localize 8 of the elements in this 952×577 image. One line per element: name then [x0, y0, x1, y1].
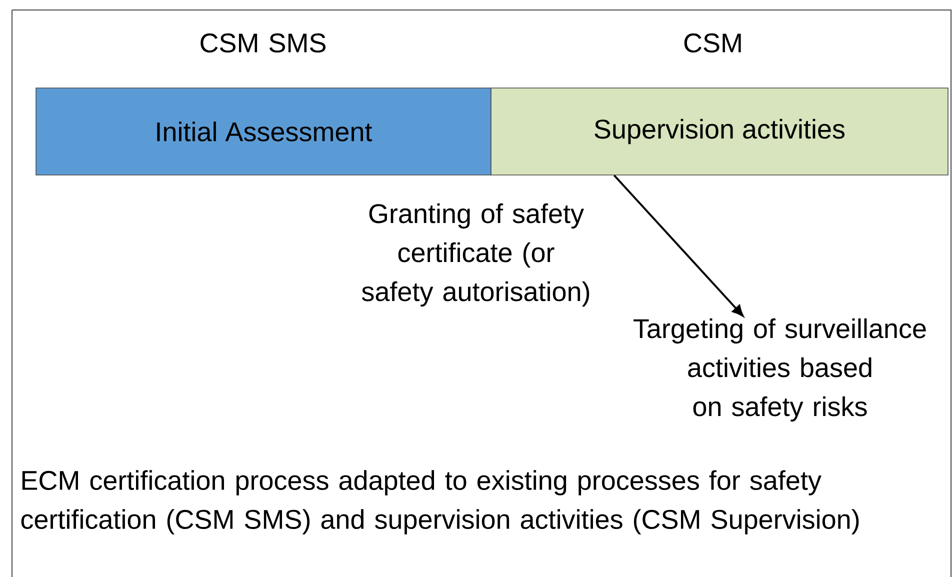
caption: ECM certification process adapted to existing processes for safety certification (CSM SMS) and supervision activities (CSM Supervision)	[21, 470, 859, 534]
label: Granting of safety certificate (or safety autorisation)	[362, 203, 590, 307]
label: CSM SMS	[200, 33, 326, 53]
step-text: Targeting of surveillance activities based on safety risks	[634, 318, 926, 422]
process-box: Supervision activities	[490, 88, 948, 176]
process-box: Initial Assessment	[36, 88, 492, 176]
arrow	[613, 174, 744, 317]
label: CSM	[684, 33, 741, 53]
